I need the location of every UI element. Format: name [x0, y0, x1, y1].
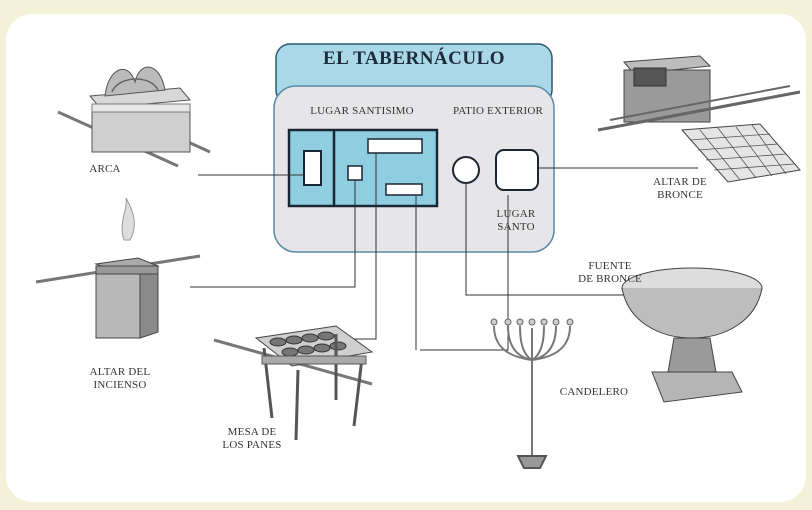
lampstand-flames	[490, 318, 574, 326]
label-outer-court: PATIO EXTERIOR	[452, 105, 544, 117]
bronze-altar-illustration	[597, 55, 801, 183]
incense-altar-connector	[190, 180, 356, 288]
ark-illustration	[57, 66, 211, 168]
label-table-of-bread: MESA DE LOS PANES	[222, 426, 282, 451]
ark-marker	[303, 150, 322, 186]
laver-illustration	[621, 267, 763, 403]
label-incense-altar: ALTAR DEL INCIENSO	[89, 366, 151, 391]
label-bronze-altar: ALTAR DE BRONCE	[653, 176, 707, 201]
table-marker	[367, 138, 423, 154]
label-bronze-laver: FUENTE DE BRONCE	[578, 260, 642, 285]
laver-marker	[452, 156, 480, 184]
label-holy-place: LUGAR SANTO	[496, 208, 536, 233]
label-holiest-place: LUGAR SANTISIMO	[310, 105, 414, 117]
diagram-title: EL TABERNÁCULO	[322, 48, 506, 69]
label-lampstand: CANDELERO	[559, 386, 629, 398]
incense-altar-marker	[347, 165, 363, 181]
table-illustration	[213, 325, 374, 441]
incense-altar-illustration	[35, 197, 201, 339]
laver-connector	[465, 183, 644, 296]
lampstand-marker	[385, 183, 423, 196]
label-ark: ARCA	[89, 163, 121, 175]
bronze-altar-marker	[495, 149, 539, 191]
lampstand-illustration	[493, 325, 571, 469]
